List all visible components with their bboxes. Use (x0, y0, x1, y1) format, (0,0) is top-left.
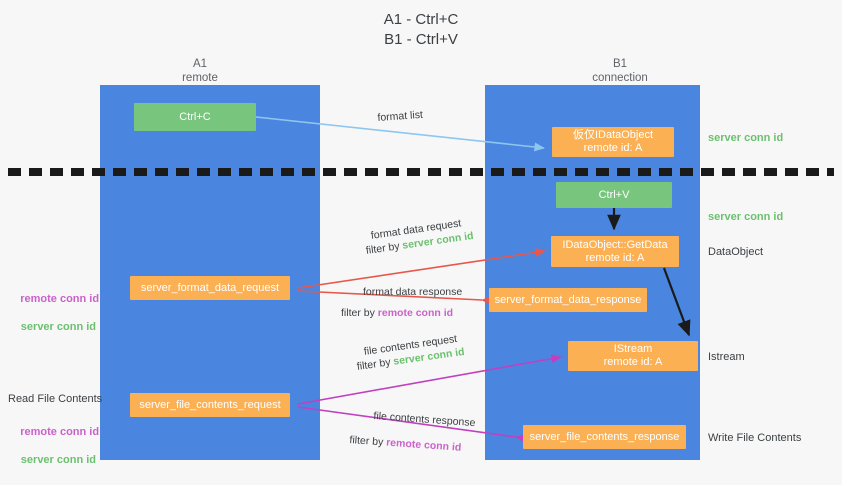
label-istream: Istream (708, 351, 745, 363)
box-sfdresp-label: server_format_data_response (494, 293, 642, 306)
column-b1-sub: connection (592, 72, 648, 84)
box-server-format-data-response[interactable]: server_format_data_response (489, 288, 647, 312)
box-istream-line2: remote id: A (603, 356, 663, 368)
box-sfdreq-label: server_format_data_request (140, 281, 280, 294)
box-server-format-data-request[interactable]: server_format_data_request (130, 276, 290, 300)
box-server-file-contents-request[interactable]: server_file_contents_request (130, 393, 290, 417)
connector-getdata-to-istream (662, 267, 691, 337)
dashed-divider (8, 168, 834, 176)
filter-prefix: filter by (349, 433, 387, 449)
column-a1-name: A1 (192, 58, 208, 70)
label-write-file-contents: Write File Contents (708, 432, 802, 444)
box-ctrl-v-label: Ctrl+V (598, 188, 630, 201)
filter-value-remote-conn-id: remote conn id (377, 307, 454, 319)
connector-format-data-response (297, 290, 492, 305)
column-header-b1: B1 connection (530, 57, 710, 85)
box-sfcresp-label: server_file_contents_response (529, 430, 680, 443)
label-server-conn-id-top: server conn id (708, 132, 784, 144)
box-ctrl-c-label: Ctrl+C (179, 110, 211, 123)
box-getdata-line2: remote id: A (585, 251, 645, 264)
connector-file-contents-response (297, 406, 527, 443)
label-remote-conn-id-lower: remote conn id (20, 426, 100, 438)
box-server-file-contents-response[interactable]: server_file_contents_response (523, 425, 686, 449)
box-istream-line1: IStream (613, 343, 653, 355)
label-server-conn-id-lower: server conn id (20, 454, 96, 466)
label-read-file-contents: Read File Contents (8, 393, 103, 405)
label-server-conn-id-second: server conn id (708, 211, 784, 223)
box-idataobject-line2: remote id: A (583, 142, 643, 154)
box-ctrl-v[interactable]: Ctrl+V (556, 182, 672, 208)
box-istream[interactable]: IStream remote id: A (568, 341, 698, 371)
filter-prefix: filter by (341, 307, 378, 319)
connector-file-contents-request (297, 354, 562, 405)
box-getdata-line1: IDataObject::GetData (562, 238, 668, 251)
label-left-conn-ids-upper: remote conn id server conn id (8, 278, 100, 348)
label-remote-conn-id-upper: remote conn id (20, 293, 100, 305)
column-b1-name: B1 (612, 58, 628, 70)
label-left-conn-ids-lower: remote conn id server conn id (8, 411, 100, 481)
label-dataobject: DataObject (708, 246, 764, 258)
box-idataobject-getdata[interactable]: IDataObject::GetData remote id: A (551, 236, 679, 267)
box-sfcreq-label: server_file_contents_request (139, 398, 281, 411)
box-idataobject[interactable]: 仮仅IDataObject remote id: A (552, 127, 674, 157)
connector-format-data-request (297, 247, 546, 289)
column-a1-sub: remote (182, 72, 218, 84)
diagram-title: A1 - Ctrl+C B1 - Ctrl+V (383, 11, 459, 48)
box-idataobject-line1: 仮仅IDataObject (572, 129, 654, 141)
edge-label-format-data-response: format data response (363, 286, 463, 298)
box-ctrl-c[interactable]: Ctrl+C (134, 103, 256, 131)
column-header-a1: A1 remote (120, 57, 280, 85)
edge-label-format-data-response-filter: filter by remote conn id (341, 306, 453, 320)
connector-format-list (255, 116, 545, 152)
label-server-conn-id-upper: server conn id (20, 321, 96, 333)
